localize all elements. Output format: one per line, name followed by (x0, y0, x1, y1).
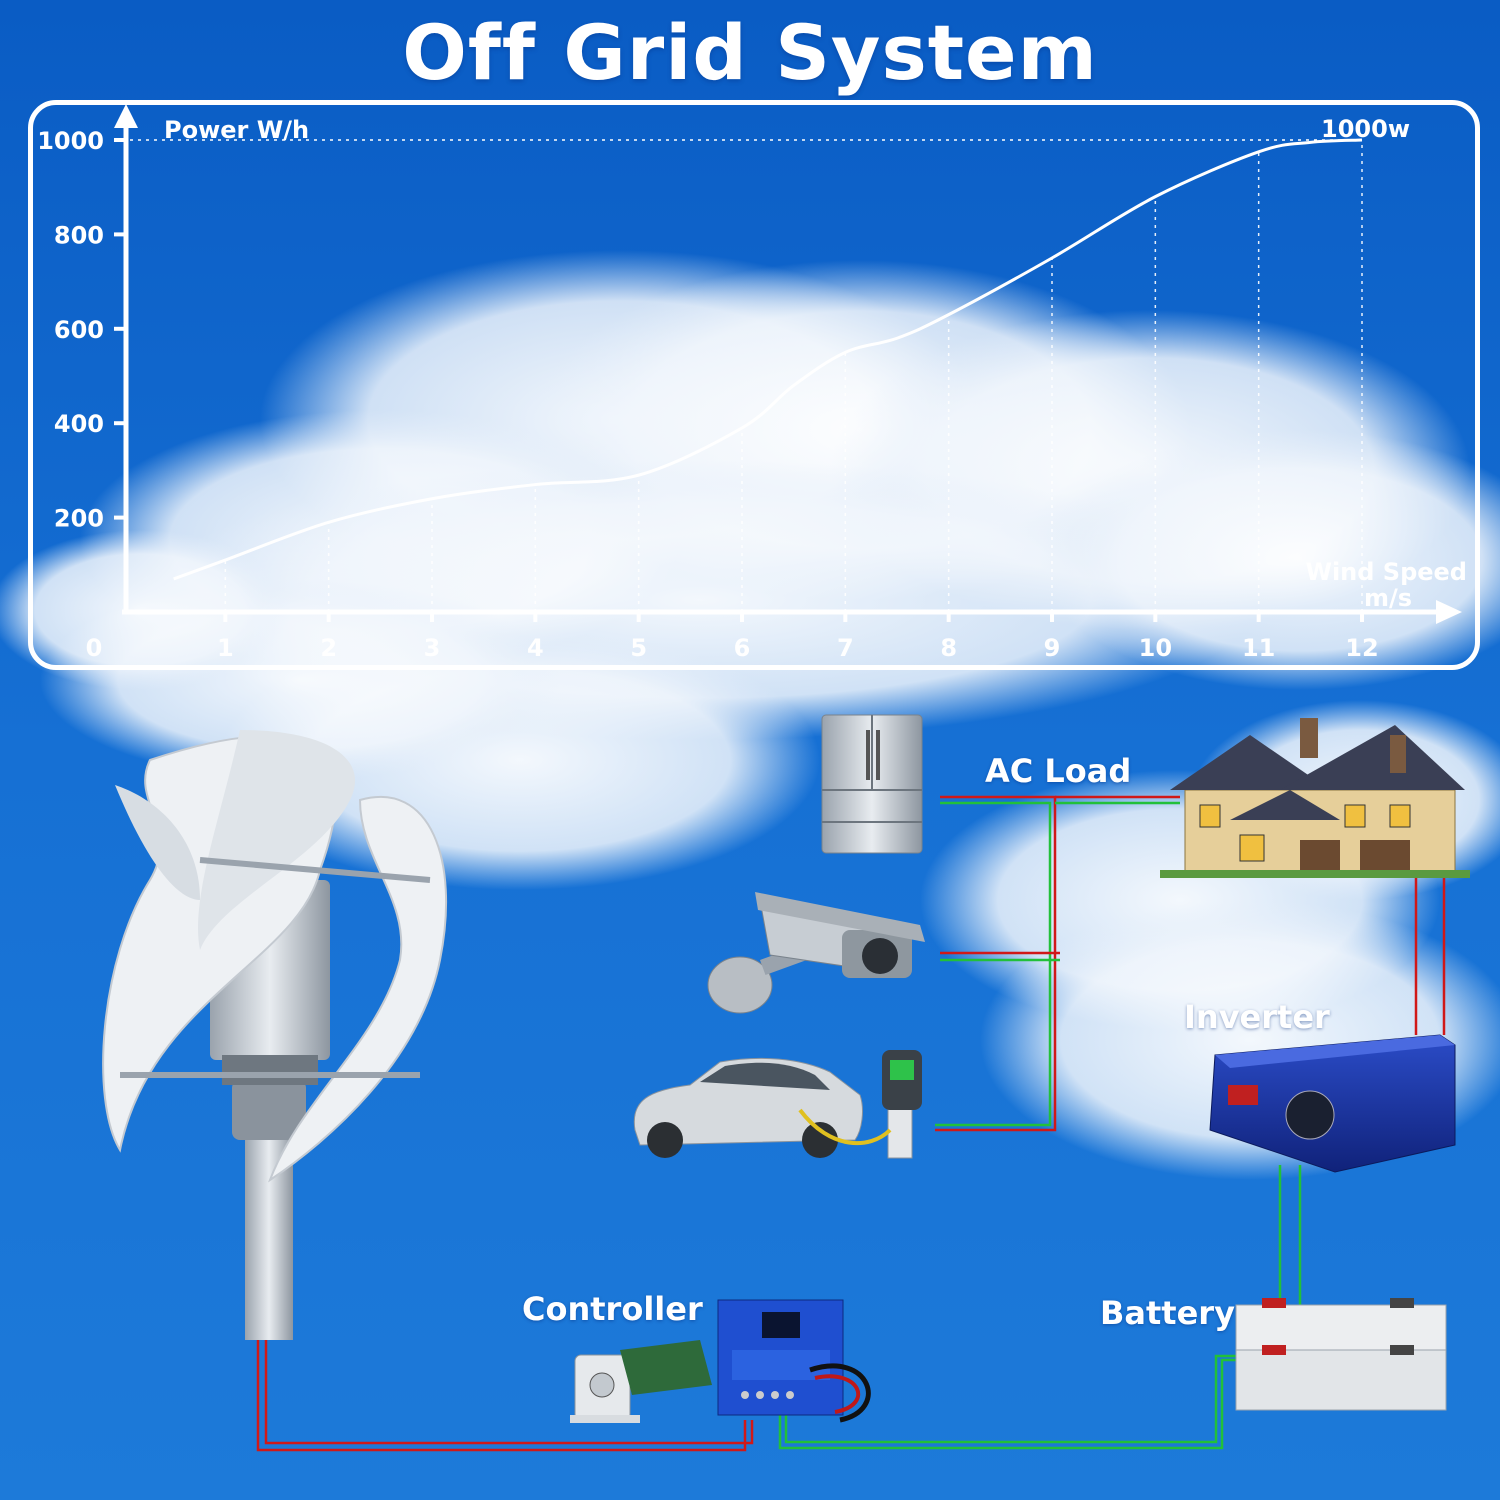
x-tick-label: 6 (734, 634, 751, 662)
wiring (256, 785, 1446, 1452)
y-tick-label: 400 (54, 410, 104, 438)
electric-car-icon (633, 1057, 863, 1158)
y-tick-label: 800 (54, 221, 104, 249)
inverter-icon (1209, 1034, 1456, 1173)
x-tick-label: 0 (86, 634, 103, 662)
x-tick-label: 4 (527, 634, 544, 662)
x-tick-label: 3 (424, 634, 441, 662)
x-tick-label: 7 (837, 634, 854, 662)
x-tick-label: 2 (320, 634, 337, 662)
x-tick-label: 9 (1044, 634, 1061, 662)
refrigerator-icon (821, 714, 923, 854)
x-tick-label: 1 (217, 634, 234, 662)
x-axis-unit: m/s (1364, 584, 1412, 612)
ev-charger-icon (798, 1050, 922, 1159)
controller-label: Controller (522, 1290, 703, 1328)
x-tick-label: 10 (1139, 634, 1172, 662)
x-tick-label: 5 (630, 634, 647, 662)
page-title: Off Grid System (402, 8, 1098, 97)
power-curve-line (173, 138, 1363, 581)
chart-frame (28, 100, 1480, 670)
y-tick-label: 200 (54, 505, 104, 533)
x-tick-label: 11 (1242, 634, 1275, 662)
x-tick-label: 12 (1345, 634, 1378, 662)
x-axis-label: Wind Speed (1305, 558, 1467, 586)
dump-load-resistor-icon (570, 1340, 712, 1423)
ac-load-label: AC Load (985, 752, 1132, 790)
battery-icon (1235, 1298, 1447, 1411)
x-axis-arrow (1436, 600, 1462, 624)
wind-turbine-icon (102, 730, 447, 1340)
controller-icon (717, 1299, 871, 1423)
house-icon (1160, 718, 1470, 878)
y-tick-label: 600 (54, 316, 104, 344)
battery-label: Battery (1100, 1294, 1235, 1332)
x-tick-label: 8 (940, 634, 957, 662)
y-tick-label: 1000 (37, 127, 104, 155)
y-axis-label: Power W/h (164, 116, 309, 144)
y-axis-arrow (114, 104, 138, 128)
inverter-label: Inverter (1184, 998, 1330, 1036)
security-camera-icon (707, 892, 925, 1014)
max-power-annotation: 1000w (1321, 115, 1410, 143)
